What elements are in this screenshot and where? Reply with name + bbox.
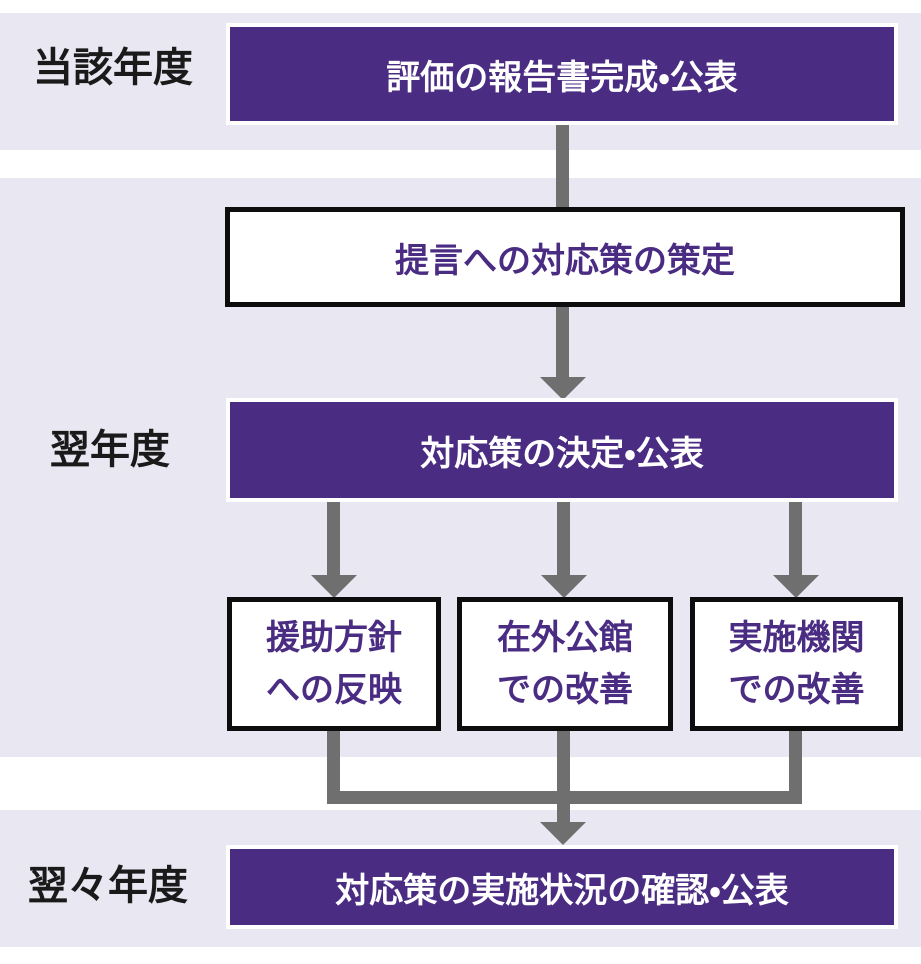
branch-box-aid-policy-line1: 援助方針 [266,619,402,657]
flow-box-countermeasure-decision-label: 対応策の決定・公表 [420,434,704,473]
merge-line-right [789,726,802,804]
connector-decision-to-overseas-missions [557,498,570,577]
flow-box-countermeasure-formulation-label: 提言への対応策の策定 [395,241,735,280]
connector-report-to-formulation [556,119,569,209]
branch-box-implementing-agencies: 実施機関 での改善 [690,597,903,731]
branch-box-implementing-agencies-line1: 実施機関 [728,619,865,657]
branch-box-aid-policy: 援助方針 への反映 [227,597,441,731]
arrowhead-merge-to-implementation [540,822,586,845]
branch-box-overseas-missions-line1: 在外公館 [497,619,633,657]
connector-decision-to-implementing-agencies [789,498,802,577]
stage-label-next-year: 翌年度 [50,428,170,472]
flow-box-countermeasure-formulation: 提言への対応策の策定 [225,207,905,307]
merge-line-left [327,726,340,804]
flow-box-implementation-status: 対応策の実施状況の確認・公表 [226,845,898,929]
connector-formulation-to-decision [556,302,569,379]
arrowhead-decision-to-implementing-agencies [773,575,819,598]
flow-box-report-publication: 評価の報告書完成・公表 [226,23,898,125]
branch-box-implementing-agencies-line2: での改善 [728,671,865,709]
flow-box-implementation-status-label: 対応策の実施状況の確認・公表 [335,871,789,910]
stage-label-current-year: 当該年度 [33,46,193,90]
connector-decision-to-aid-policy [327,498,340,577]
arrowhead-decision-to-aid-policy [311,575,357,598]
stage-label-year-after-next: 翌々年度 [28,864,188,908]
flow-box-report-publication-label: 評価の報告書完成・公表 [386,58,738,97]
branch-box-overseas-missions-line2: での改善 [497,671,633,709]
branch-box-aid-policy-line2: への反映 [266,671,402,709]
merge-line-center [557,726,570,822]
branch-box-overseas-missions: 在外公館 での改善 [457,597,673,731]
flow-box-countermeasure-decision: 対応策の決定・公表 [226,398,898,502]
arrowhead-formulation-to-decision [540,377,586,400]
arrowhead-decision-to-overseas-missions [541,575,587,598]
